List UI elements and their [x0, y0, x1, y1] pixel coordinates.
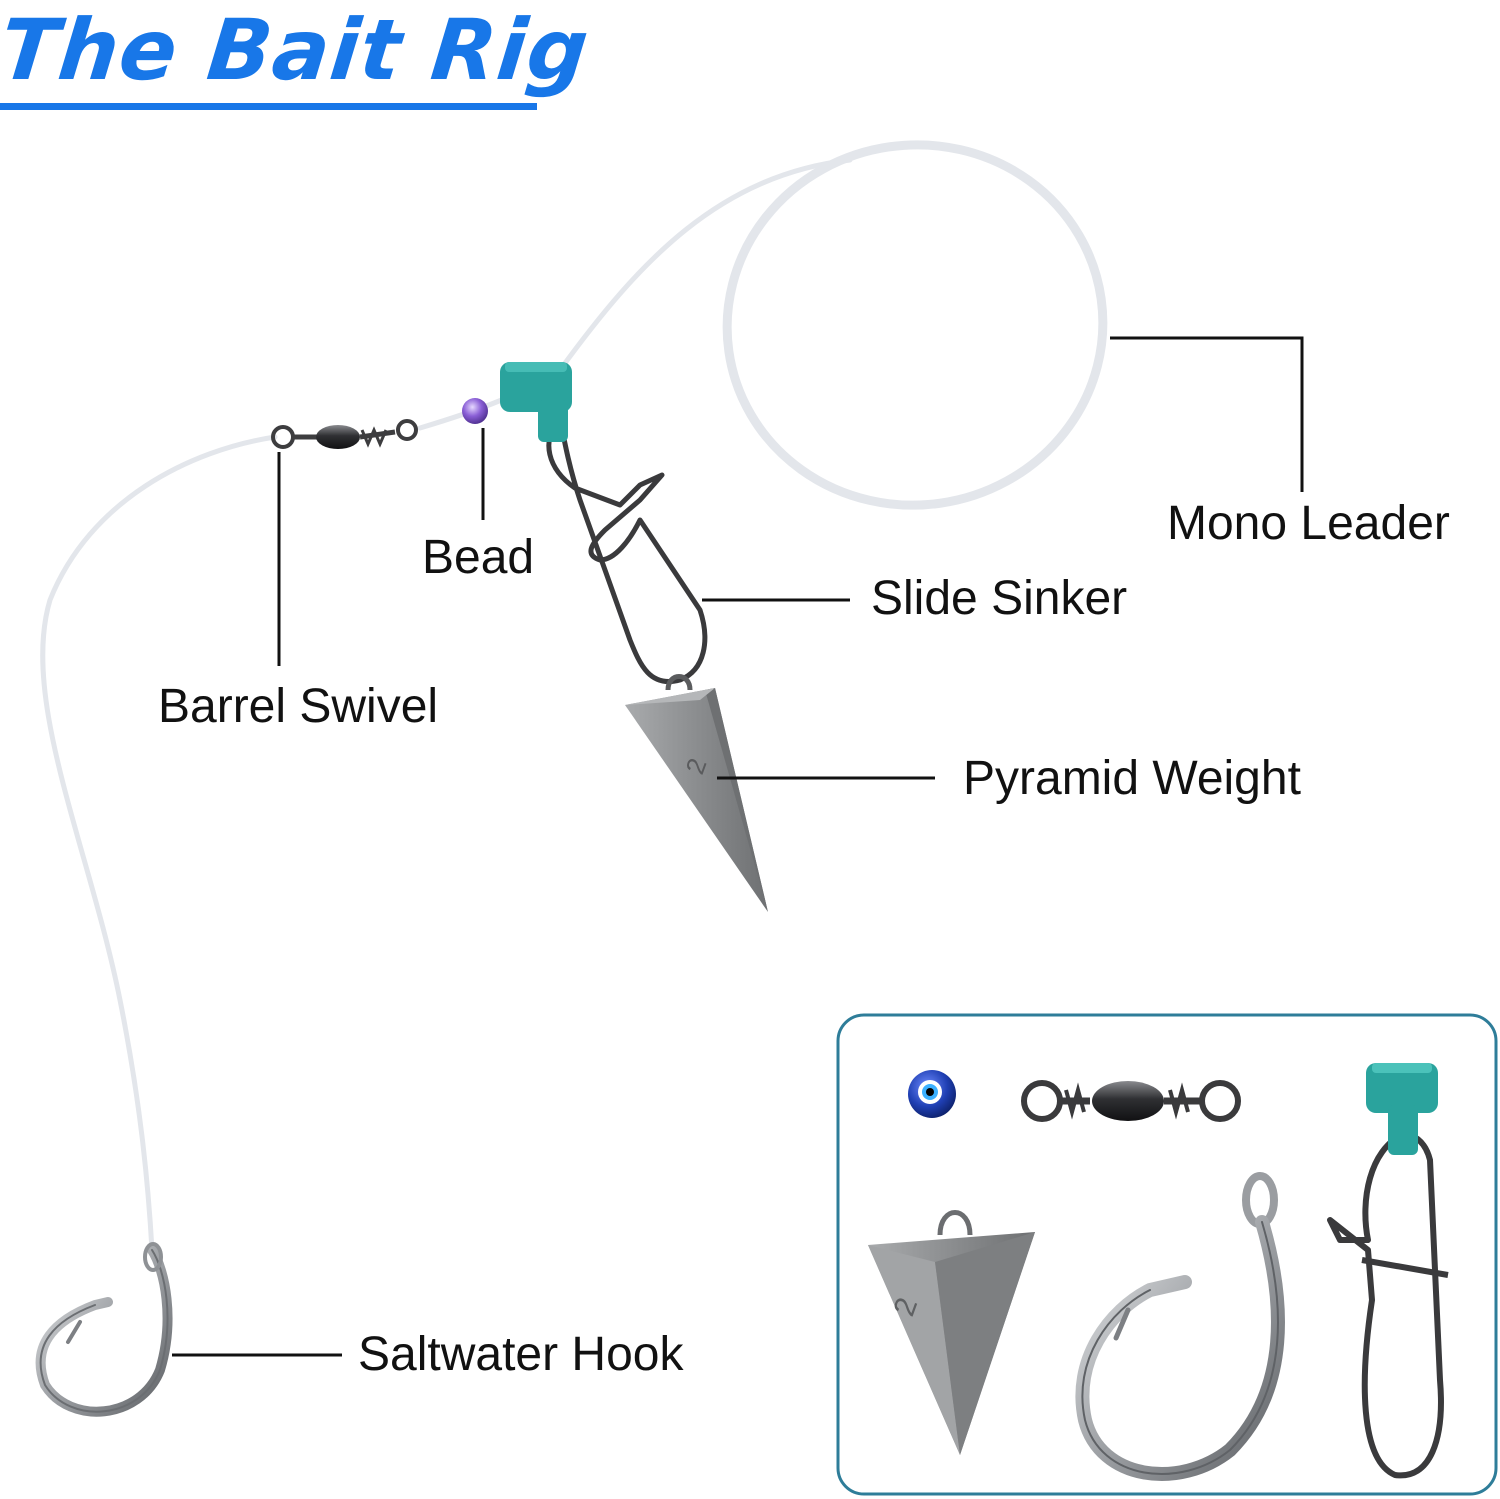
mono-leader-label: Mono Leader: [1167, 497, 1450, 550]
inset-barrel-swivel: [1021, 1080, 1241, 1122]
bead: [462, 398, 488, 424]
pyramid-weight: [625, 674, 768, 912]
saltwater-hook-label: Saltwater Hook: [358, 1328, 684, 1381]
inset-pyramid-weight: [868, 1210, 1035, 1455]
components-inset: 2: [836, 1013, 1498, 1496]
barrel-swivel: [271, 419, 418, 449]
barrel-swivel-label: Barrel Swivel: [158, 680, 439, 733]
saltwater-hook: [35, 1242, 173, 1417]
slide-sinker-label: Slide Sinker: [871, 572, 1128, 625]
bead-label: Bead: [422, 531, 535, 584]
pyramid-weight-label: Pyramid Weight: [963, 752, 1301, 805]
title-underline: [0, 103, 537, 110]
inset-slide-sinker: [1327, 1063, 1449, 1479]
slide-sinker: [500, 362, 708, 684]
mono-leader-callout: [1110, 336, 1304, 492]
callout-lines: [172, 336, 1304, 1357]
inset-saltwater-hook: [1075, 1172, 1285, 1481]
page-title: The Bait Rig: [0, 1, 594, 99]
inset-bead: [908, 1070, 956, 1118]
